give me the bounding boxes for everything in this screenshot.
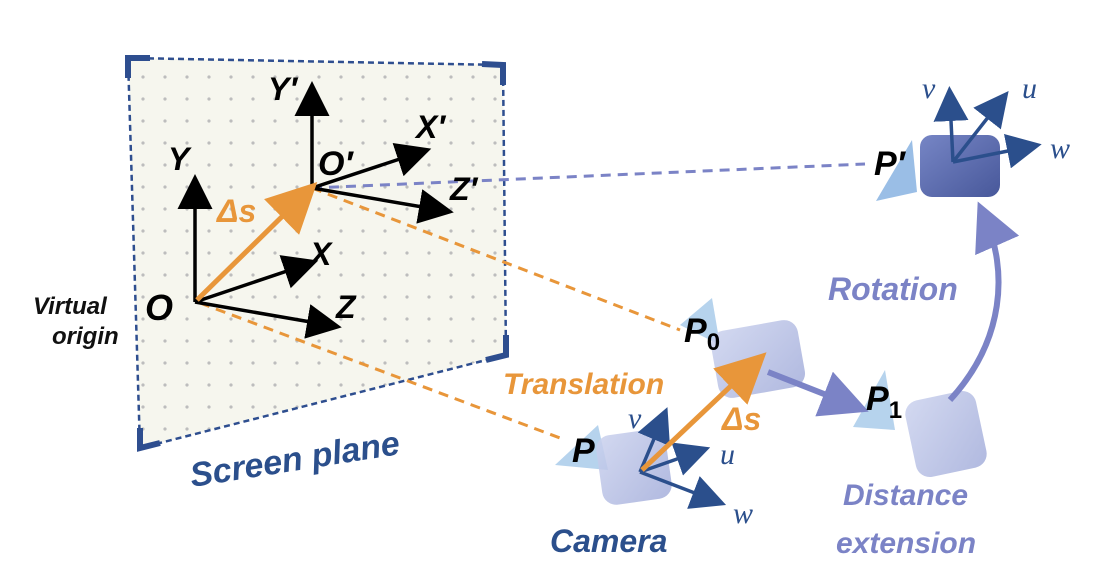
camera-p0 [710,320,806,398]
v-rot-label: v [922,72,936,105]
camera-final [920,135,1000,197]
p1-label: P1 [866,380,902,424]
delta-s-camera-arrow [640,352,767,472]
p0-label-sub: 0 [707,329,720,356]
camera-initial [596,429,672,505]
final-camera-axes [933,86,1042,169]
translated-axes [294,81,454,224]
v-cam-label: v [628,402,642,435]
u-rot-label: u [1022,72,1037,105]
screen-plane-label: Screen plane [187,424,402,495]
origin-o-label: O [145,287,173,328]
w-cam-label: w [733,497,753,530]
p0-triangle [680,298,720,345]
camera-p1 [905,390,987,478]
origin-axes [177,174,342,339]
origin-o-prime-label: O′ [318,145,354,183]
projection-lines [199,162,866,440]
axis-x-label: X [308,236,333,272]
p0-label: P0 [684,312,720,356]
axis-z-prime-label: Z′ [449,171,479,207]
distance-extension-label-2: extension [836,527,976,560]
delta-s-plane-arrow [195,181,318,302]
virtual-origin-label-2: origin [52,323,119,350]
p-prime-triangle [876,140,917,201]
camera-local-axes [637,407,727,509]
rotation-arrow [947,201,1020,403]
delta-s-camera-label: Δs [721,401,761,437]
w-rot-label: w [1050,132,1070,165]
axis-x-prime-label: X′ [414,109,446,145]
p1-label-base: P [866,380,889,418]
p-triangle [555,425,608,470]
rotation-label: Rotation [828,271,958,307]
p1-label-sub: 1 [889,397,902,424]
delta-s-plane-label: Δs [216,193,256,229]
axis-z-label: Z [335,289,357,325]
distance-extension-arrow [766,369,869,417]
translation-label: Translation [503,368,664,401]
u-cam-label: u [720,438,735,471]
distance-extension-label-1: Distance [843,479,968,512]
p-prime-label: P′ [874,145,907,183]
p-label: P [572,432,595,470]
camera-label: Camera [550,523,667,559]
axis-y-label: Y [168,141,192,177]
axis-y-prime-label: Y′ [268,71,298,107]
virtual-origin-label-1: Virtual [33,293,108,320]
p0-label-base: P [684,312,707,350]
